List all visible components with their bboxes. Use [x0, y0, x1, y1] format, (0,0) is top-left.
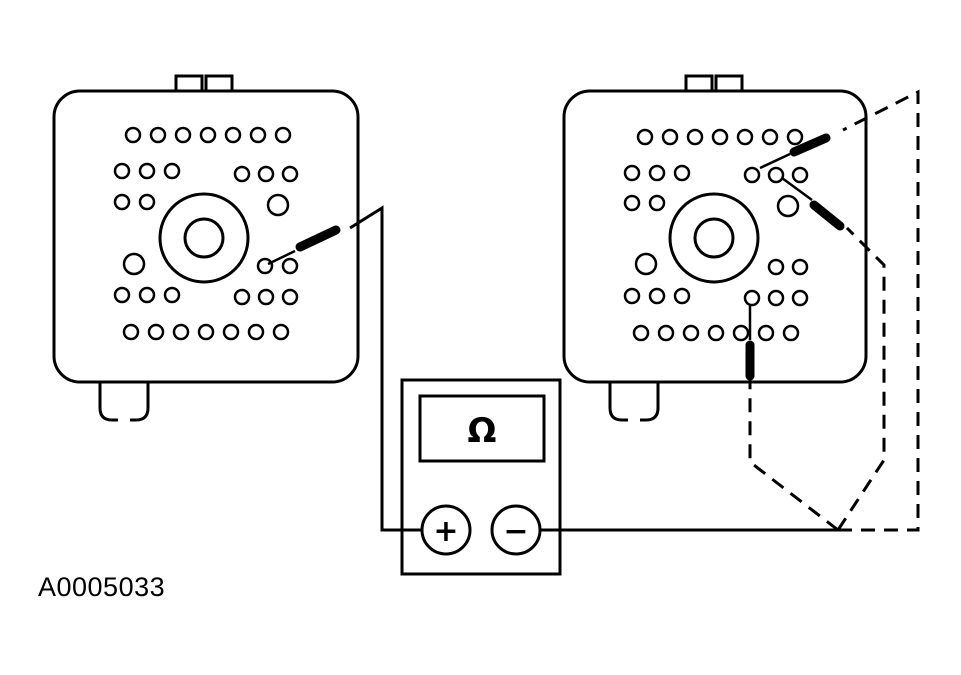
upper-probe-handle — [789, 133, 831, 157]
positive-probe-handle — [295, 225, 341, 252]
left-connector-center-hole — [183, 217, 225, 259]
upper-probe-tip — [759, 152, 791, 170]
left-connector-bottom-clip — [98, 383, 150, 422]
left-connector-center-ring — [158, 192, 250, 284]
ohm-symbol: Ω — [468, 411, 497, 451]
dashed-lead-lower — [748, 380, 839, 532]
positive-lead-wire — [349, 205, 422, 532]
right-connector-bottom-clip — [608, 383, 660, 422]
left-connector-body — [52, 89, 360, 384]
ohmmeter-display — [418, 394, 546, 463]
alternate-test-leads — [748, 89, 920, 532]
positive-test-lead — [267, 205, 422, 532]
middle-probe-handle — [809, 200, 845, 231]
negative-terminal-label: − — [503, 514, 528, 549]
right-connector-body — [562, 89, 868, 384]
left-connector — [52, 74, 360, 422]
positive-terminal-label: + — [433, 514, 458, 549]
right-connector — [562, 74, 868, 422]
ohmmeter — [400, 378, 562, 576]
alternate-probes — [745, 133, 845, 381]
right-connector-center-ring — [668, 192, 760, 284]
positive-probe-tip — [267, 249, 296, 266]
figure-id: A0005033 — [38, 572, 166, 602]
middle-probe-tip — [781, 176, 813, 202]
dashed-lead-middle — [836, 226, 886, 531]
right-connector-pins — [623, 128, 809, 342]
dashed-lead-upper — [838, 89, 920, 532]
right-connector-center-hole — [693, 217, 735, 259]
left-connector-pins — [113, 126, 299, 341]
